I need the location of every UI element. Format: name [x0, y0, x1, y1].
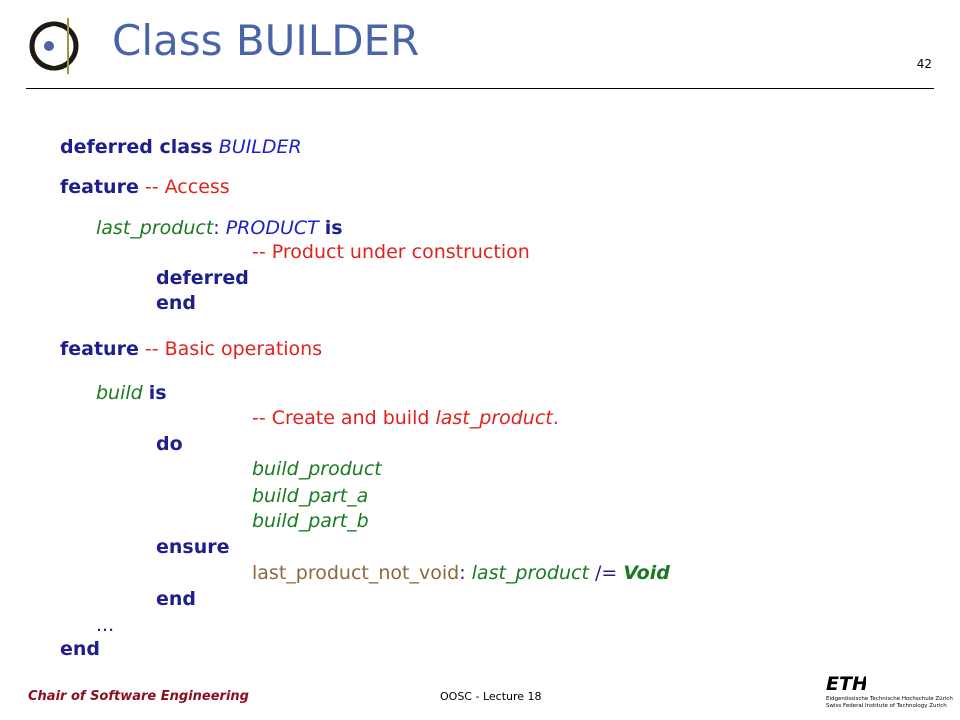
code-line: deferred class BUILDER [60, 138, 302, 157]
code-line: end [60, 640, 100, 659]
keyword: deferred [156, 267, 249, 289]
comment: -- Basic operations [144, 338, 323, 360]
feature-name: build [96, 382, 143, 404]
code-line: last_product_not_void: last_product /= V… [252, 564, 670, 583]
feature-name: last_product [96, 217, 214, 239]
code-line: build_part_b [252, 512, 369, 531]
comment-ref: last_product [435, 407, 553, 429]
eth-logo-icon: ETH Eidgenössische Technische Hochschule… [826, 672, 953, 712]
eth-line-2: Swiss Federal Institute of Technology Zu… [826, 703, 947, 709]
keyword: deferred class [60, 136, 213, 158]
type-name: PRODUCT [225, 217, 319, 239]
comment: -- Access [144, 176, 230, 198]
eth-mark-text: ETH [826, 673, 866, 694]
code-line: deferred [156, 269, 249, 288]
chair-name: Chair of Software Engineering [28, 689, 249, 704]
void-constant: Void [623, 562, 670, 584]
type-name: BUILDER [218, 136, 302, 158]
comment: . [552, 407, 559, 429]
feature-name: build_product [252, 458, 382, 480]
code-line: feature -- Access [60, 178, 230, 197]
chair-logo-icon [29, 18, 79, 74]
punctuation: : [459, 562, 466, 584]
code-listing: deferred class BUILDER feature -- Access… [60, 130, 940, 670]
header-divider [26, 88, 934, 89]
code-line: ... [96, 616, 114, 635]
lecture-label: OOSC - Lecture 18 [440, 690, 542, 703]
keyword: end [60, 638, 101, 660]
page-number: 42 [916, 57, 932, 71]
comment: -- Product under construction [252, 241, 530, 263]
punctuation: : [213, 217, 220, 239]
code-line: last_product: PRODUCT is [96, 219, 343, 238]
code-line: build_product [252, 460, 382, 479]
code-line: -- Create and build last_product. [252, 409, 559, 428]
comment: -- Create and build [252, 407, 430, 429]
eth-mark: ETH [826, 673, 866, 694]
code-line: end [156, 294, 196, 313]
keyword: is [148, 382, 167, 404]
eth-line-1: Eidgenössische Technische Hochschule Zür… [826, 696, 953, 702]
code-line: ensure [156, 538, 230, 557]
keyword: ensure [156, 536, 230, 558]
ellipsis: ... [96, 614, 115, 636]
keyword: feature [60, 338, 139, 360]
code-line: do [156, 435, 183, 454]
code-line: -- Product under construction [252, 243, 530, 262]
keyword: feature [60, 176, 139, 198]
code-line: feature -- Basic operations [60, 340, 322, 359]
feature-name: last_product [471, 562, 589, 584]
operator: /= [594, 562, 618, 584]
keyword: is [324, 217, 343, 239]
keyword: do [156, 433, 183, 455]
keyword: end [156, 292, 197, 314]
slide-title: Class BUILDER [112, 16, 420, 65]
assertion-tag: last_product_not_void [252, 562, 460, 584]
feature-name: build_part_b [252, 510, 369, 532]
feature-name: build_part_a [252, 485, 369, 507]
keyword: end [156, 588, 197, 610]
code-line: end [156, 590, 196, 609]
code-line: build_part_a [252, 487, 368, 506]
code-line: build is [96, 384, 167, 403]
